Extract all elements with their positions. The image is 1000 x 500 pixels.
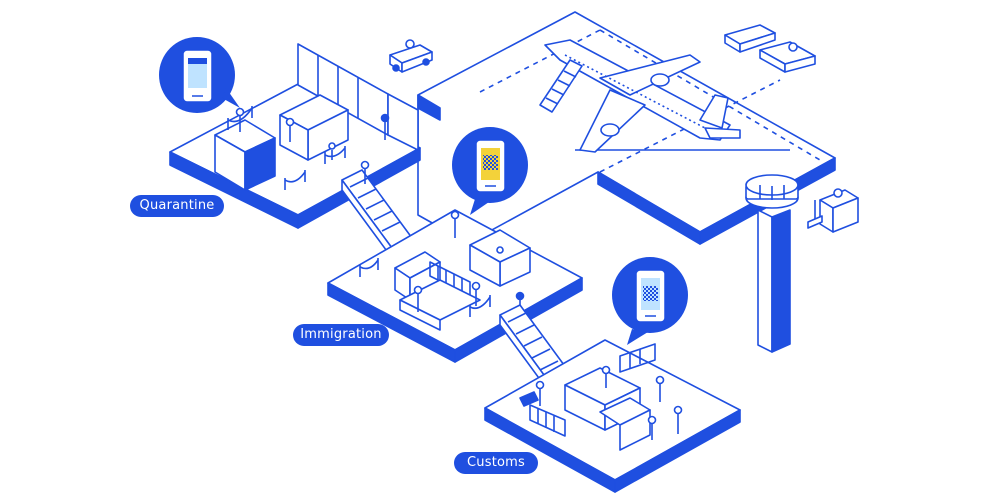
quarantine-phone-bubble [159, 37, 240, 113]
customs-platform [484, 339, 741, 493]
airplane [544, 39, 741, 153]
qr-code-icon [643, 286, 658, 301]
airstairs [539, 59, 583, 113]
baggage-tug-top [389, 39, 433, 73]
label-customs: Customs [454, 452, 538, 474]
qr-code-icon [483, 155, 498, 170]
immigration-platform [327, 209, 583, 363]
escalator-upper [341, 160, 413, 259]
label-quarantine: Quarantine [130, 195, 224, 217]
forklift [807, 188, 859, 233]
document-screen-icon [182, 49, 213, 103]
luggage-carts [724, 24, 816, 73]
customs-phone-bubble [612, 257, 688, 345]
label-immigration: Immigration [293, 324, 389, 346]
immigration-phone-bubble [452, 127, 528, 215]
control-tower [745, 174, 799, 353]
